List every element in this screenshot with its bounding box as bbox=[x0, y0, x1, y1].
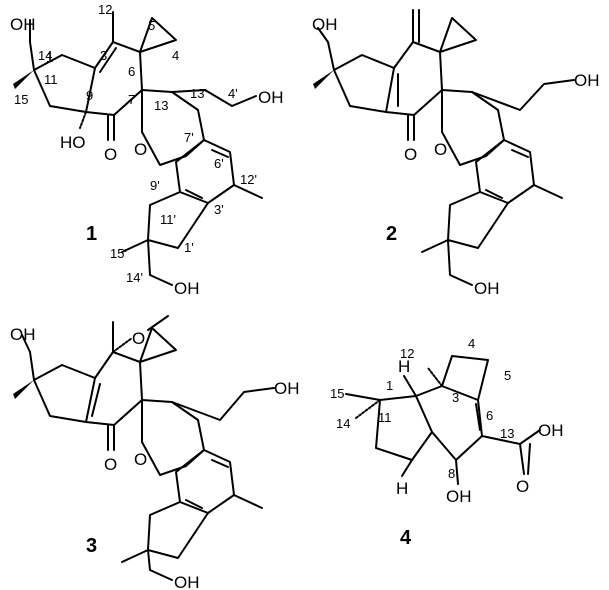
structure-2-atom-oh-right: OH bbox=[574, 71, 600, 90]
structure-1-label-11: 11 bbox=[44, 72, 58, 87]
structure-1-label-15: 15 bbox=[14, 92, 28, 107]
structure-1-label-12: 12 bbox=[98, 2, 112, 17]
structure-4-id: 4 bbox=[400, 527, 412, 549]
structure-2-atom-oh-bottom: OH bbox=[474, 279, 500, 298]
structure-3-atom-oh-left: OH bbox=[10, 325, 36, 344]
structure-4-label-12: 12 bbox=[400, 346, 414, 361]
structure-1-label-13: 13 bbox=[154, 98, 168, 113]
structure-1-label-5: 5 bbox=[148, 18, 155, 33]
structure-1-label-4prime: 4' bbox=[228, 86, 238, 101]
structure-1-label-7prime: 7' bbox=[184, 130, 194, 145]
structure-1-atom-oh-14prime: OH bbox=[174, 279, 200, 298]
structure-1-label-6: 6 bbox=[128, 64, 135, 79]
structure-1-label-1: 1 bbox=[46, 50, 53, 65]
structure-1-atom-oh-4prime: OH bbox=[258, 88, 284, 107]
structure-1-id: 1 bbox=[86, 223, 97, 245]
structure-3-id: 3 bbox=[86, 535, 97, 557]
structure-2-atom-oh-left: OH bbox=[312, 15, 338, 34]
structure-1-label-9prime: 9' bbox=[150, 178, 160, 193]
structure-4-atom-h-c7: H bbox=[396, 479, 408, 498]
structure-1-label-11prime: 11' bbox=[160, 212, 176, 227]
structure-1-label-12prime: 12' bbox=[240, 172, 257, 187]
structure-1-label-6prime: 6' bbox=[214, 156, 224, 171]
structure-3-atom-o-ketone: O bbox=[104, 455, 117, 474]
structure-4-atom-oh-acid: OH bbox=[538, 421, 564, 440]
structure-4-atom-h-c2: H bbox=[398, 357, 410, 376]
structure-1-label-3: 3 bbox=[100, 48, 107, 63]
structure-4-label-14: 14 bbox=[336, 416, 350, 431]
structure-2-id: 2 bbox=[386, 223, 397, 245]
structure-1-label-4: 4 bbox=[172, 48, 179, 63]
structure-4: H H OH OH O 4 12 5 1 3 15 11 6 13 14 8 4 bbox=[330, 336, 564, 549]
structure-4-label-15: 15 bbox=[330, 386, 344, 401]
structure-1-label-9: 9 bbox=[86, 88, 93, 103]
structure-2: OH O O OH OH 2 bbox=[312, 9, 600, 298]
structure-3-atom-oh-right: OH bbox=[274, 379, 300, 398]
structure-1-atom-ho-c9: HO bbox=[60, 133, 86, 152]
structure-4-label-8: 8 bbox=[448, 466, 455, 481]
structure-2-atom-o-pyran: O bbox=[434, 140, 447, 159]
structure-4-atom-oh-c8: OH bbox=[446, 487, 472, 506]
structure-1-label-14: 14 bbox=[38, 48, 52, 63]
structure-1-label-15prime: 15' bbox=[110, 246, 127, 261]
structure-4-label-6: 6 bbox=[486, 408, 493, 423]
structure-1-label-7: 7 bbox=[128, 92, 135, 107]
structure-1: OH HO O O OH OH 12 5 1 3 4 14 6 11 7 13 … bbox=[10, 2, 284, 298]
structure-3-atom-o-methoxy: O bbox=[132, 329, 145, 348]
structure-1-atom-o-pyran: O bbox=[134, 140, 147, 159]
structure-3: OH O O O OH OH 3 bbox=[10, 315, 300, 590]
structure-1-atom-oh-c14: OH bbox=[10, 15, 36, 34]
structure-4-label-3: 3 bbox=[452, 390, 459, 405]
structure-3-atom-oh-bottom: OH bbox=[174, 573, 200, 590]
structure-4-atom-o-acid: O bbox=[516, 477, 529, 496]
structure-1-atom-o-ketone: O bbox=[104, 145, 117, 164]
structure-4-label-11: 11 bbox=[378, 410, 392, 425]
structure-3-atom-o-pyran: O bbox=[134, 450, 147, 469]
structure-4-label-5: 5 bbox=[504, 368, 511, 383]
structure-4-label-4: 4 bbox=[468, 336, 475, 351]
structure-1-label-3prime: 3' bbox=[214, 202, 224, 217]
structure-1-label-1prime: 1' bbox=[184, 240, 194, 255]
structure-1-label-13prime: 13' bbox=[190, 86, 207, 101]
structure-1-label-14prime: 14' bbox=[126, 270, 143, 285]
structure-2-atom-o-ketone: O bbox=[404, 145, 417, 164]
structure-4-label-1: 1 bbox=[386, 378, 393, 393]
structure-4-label-13: 13 bbox=[500, 426, 514, 441]
